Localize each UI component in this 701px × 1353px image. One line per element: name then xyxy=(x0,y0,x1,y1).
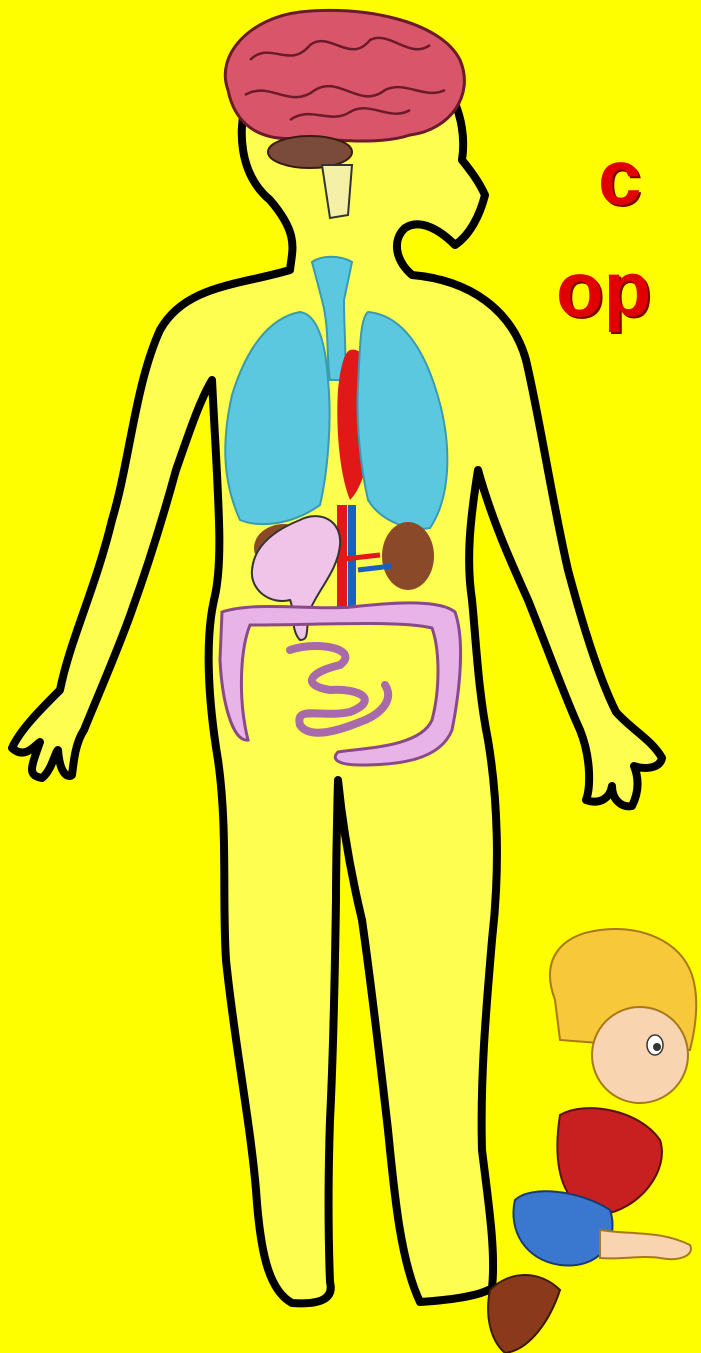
boy-face xyxy=(592,1007,688,1103)
boy-boot xyxy=(488,1275,560,1353)
boy-shorts xyxy=(513,1191,612,1265)
boy-character xyxy=(488,929,696,1353)
title-line-1: с xyxy=(598,138,641,216)
brain xyxy=(225,10,464,141)
cerebellum xyxy=(268,136,352,168)
brain-shape xyxy=(225,10,464,141)
boy-pupil xyxy=(653,1043,661,1051)
kidney xyxy=(382,522,434,590)
title-line-2: ор xyxy=(556,250,651,328)
boy-leg xyxy=(600,1230,691,1259)
